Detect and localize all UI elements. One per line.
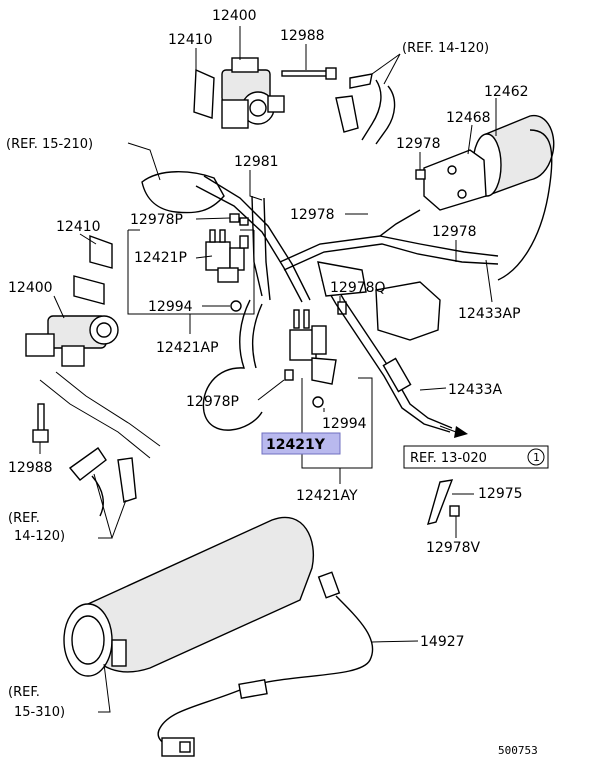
ref-15-310-2[interactable]: 15-310) <box>14 705 65 720</box>
ref-14-120-top[interactable]: (REF. 14-120) <box>402 41 489 56</box>
label-12400-top[interactable]: 12400 <box>212 8 257 24</box>
label-12978-mid[interactable]: 12978 <box>290 207 335 223</box>
label-12988-top[interactable]: 12988 <box>280 28 325 44</box>
arrow-to-ref-13-020 <box>454 426 468 438</box>
gasket-top <box>193 68 215 119</box>
canister-bracket <box>423 149 487 211</box>
part-labels: 12400 12410 12988 (REF. 14-120) 12462 12… <box>6 8 549 757</box>
vacuum-hose-loop <box>202 299 263 431</box>
label-12988-left[interactable]: 12988 <box>8 460 53 476</box>
label-12421Y[interactable]: 12421Y <box>266 437 326 453</box>
catalytic-converter <box>63 516 314 677</box>
ref-14-120-left-1[interactable]: (REF. <box>8 511 40 526</box>
label-12994-left[interactable]: 12994 <box>148 299 193 315</box>
ref-13-020-circle <box>527 448 545 466</box>
solenoid-12421Y <box>289 309 337 385</box>
hose-left-bottom <box>68 447 137 517</box>
gasket-left-2 <box>73 275 105 305</box>
ref-13-020[interactable]: REF. 13-020 <box>410 451 487 466</box>
label-12978V[interactable]: 12978V <box>426 540 481 556</box>
oxygen-sensor <box>157 571 374 757</box>
label-12421P[interactable]: 12421P <box>134 250 187 266</box>
hose-top-right <box>335 73 396 145</box>
intake-cover <box>141 171 225 214</box>
ref-13-020-circle-num: 1 <box>533 451 540 464</box>
ref-15-210[interactable]: (REF. 15-210) <box>6 137 93 152</box>
ref-13-020-box <box>403 445 549 469</box>
leader-lines <box>39 26 497 713</box>
bracket-plate-mid <box>317 261 367 297</box>
ref-14-120-left-2[interactable]: 14-120) <box>14 529 65 544</box>
label-12410-left[interactable]: 12410 <box>56 219 101 235</box>
label-12400-left[interactable]: 12400 <box>8 280 53 296</box>
gasket-left-1 <box>89 235 113 269</box>
hose-12433A <box>321 275 453 433</box>
solenoid-12421P <box>205 229 249 283</box>
bolt-12978-a <box>415 169 426 180</box>
vacuum-hose-bundle <box>195 175 311 303</box>
bolt-left <box>32 403 49 443</box>
label-12994-mid[interactable]: 12994 <box>322 416 367 432</box>
vacuum-hose-loop-2 <box>251 303 263 369</box>
diagram-id: 500753 <box>498 744 538 757</box>
screw-12978P-bot <box>284 369 294 381</box>
egr-valve-top <box>221 57 285 129</box>
label-12978Q[interactable]: 12978Q <box>330 280 386 296</box>
bolt-12994-left <box>230 300 242 312</box>
label-12462[interactable]: 12462 <box>484 84 529 100</box>
label-14927[interactable]: 14927 <box>420 634 465 650</box>
label-12981[interactable]: 12981 <box>234 154 279 170</box>
ref-15-310-1[interactable]: (REF. <box>8 685 40 700</box>
bracket-12975 <box>426 479 460 525</box>
label-12421AP[interactable]: 12421AP <box>156 340 219 356</box>
label-12978P-bot[interactable]: 12978P <box>186 394 239 410</box>
label-12433A[interactable]: 12433A <box>448 382 503 398</box>
bolt-top <box>281 67 337 80</box>
hose-12433AP <box>279 209 499 271</box>
highlight-12421Y <box>261 432 341 455</box>
egr-valve-left <box>25 315 119 367</box>
pipe-left-2 <box>55 371 161 447</box>
label-12978-a[interactable]: 12978 <box>396 136 441 152</box>
label-12468[interactable]: 12468 <box>446 110 491 126</box>
pipe-left <box>39 379 151 459</box>
canister <box>472 114 555 281</box>
label-12433AP[interactable]: 12433AP <box>458 306 521 322</box>
bolt-12994-mid <box>312 396 324 408</box>
label-12978-right[interactable]: 12978 <box>432 224 477 240</box>
label-12421AY[interactable]: 12421AY <box>296 488 358 504</box>
label-12410-top[interactable]: 12410 <box>168 32 213 48</box>
label-12978P-top[interactable]: 12978P <box>130 212 183 228</box>
label-12975[interactable]: 12975 <box>478 486 523 502</box>
bracket-plate-right <box>375 281 441 341</box>
